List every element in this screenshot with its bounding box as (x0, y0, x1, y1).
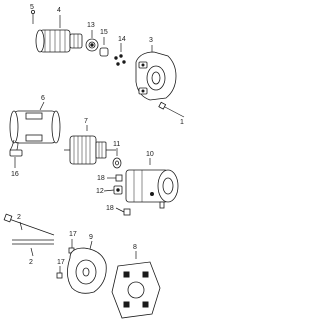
part-10-solenoid[interactable] (125, 158, 179, 209)
part-1-bolt-upper[interactable] (158, 101, 185, 118)
part-18-screw-upper[interactable] (107, 174, 123, 182)
callout-1-upper: 1 (180, 119, 184, 126)
callout-14: 14 (118, 36, 126, 43)
part-13-gear[interactable] (85, 30, 99, 52)
part-16-clip[interactable] (9, 149, 23, 168)
part-1-bolt-lower[interactable] (3, 213, 55, 236)
callout-10: 10 (146, 151, 154, 158)
part-5-screw[interactable] (30, 9, 35, 24)
callout-17-upper: 17 (69, 231, 77, 238)
callout-7: 7 (84, 118, 88, 125)
part-12-terminal-nut[interactable] (103, 185, 123, 195)
callout-11: 11 (113, 141, 120, 148)
callout-12: 12 (96, 188, 104, 195)
part-11-washer[interactable] (112, 148, 122, 169)
part-8-brush-holder[interactable] (111, 251, 161, 319)
part-2-through-bolts[interactable] (12, 221, 54, 257)
part-3-front-housing[interactable] (135, 45, 177, 101)
part-6-field-yoke[interactable] (9, 101, 61, 153)
part-7-armature[interactable] (64, 125, 116, 165)
callout-6: 6 (41, 95, 45, 102)
callout-16: 16 (11, 171, 19, 178)
part-18-screw-lower[interactable] (115, 207, 131, 216)
callout-18-lower: 18 (106, 205, 114, 212)
callout-8: 8 (133, 244, 137, 251)
callout-2-upper: 2 (17, 214, 21, 221)
part-15-retainer[interactable] (99, 37, 109, 57)
part-9-rear-cover[interactable] (67, 240, 107, 294)
callout-labels: 5 4 13 15 14 3 1 6 7 11 10 16 18 12 18 2… (11, 4, 184, 266)
callout-13: 13 (87, 22, 95, 29)
callout-2-lower: 2 (29, 259, 33, 266)
callout-9: 9 (89, 234, 93, 241)
part-4-drive-pinion[interactable] (35, 15, 83, 53)
part-14-small-parts[interactable] (114, 43, 126, 66)
callout-18-upper: 18 (97, 175, 105, 182)
callout-3: 3 (149, 37, 153, 44)
callout-4: 4 (57, 7, 61, 14)
callout-17-lower: 17 (57, 259, 65, 266)
callout-5: 5 (30, 4, 34, 11)
starter-motor-exploded-diagram: 5 4 13 15 14 3 1 6 7 11 10 16 18 12 18 2… (3, 4, 185, 319)
callout-15: 15 (100, 29, 108, 36)
